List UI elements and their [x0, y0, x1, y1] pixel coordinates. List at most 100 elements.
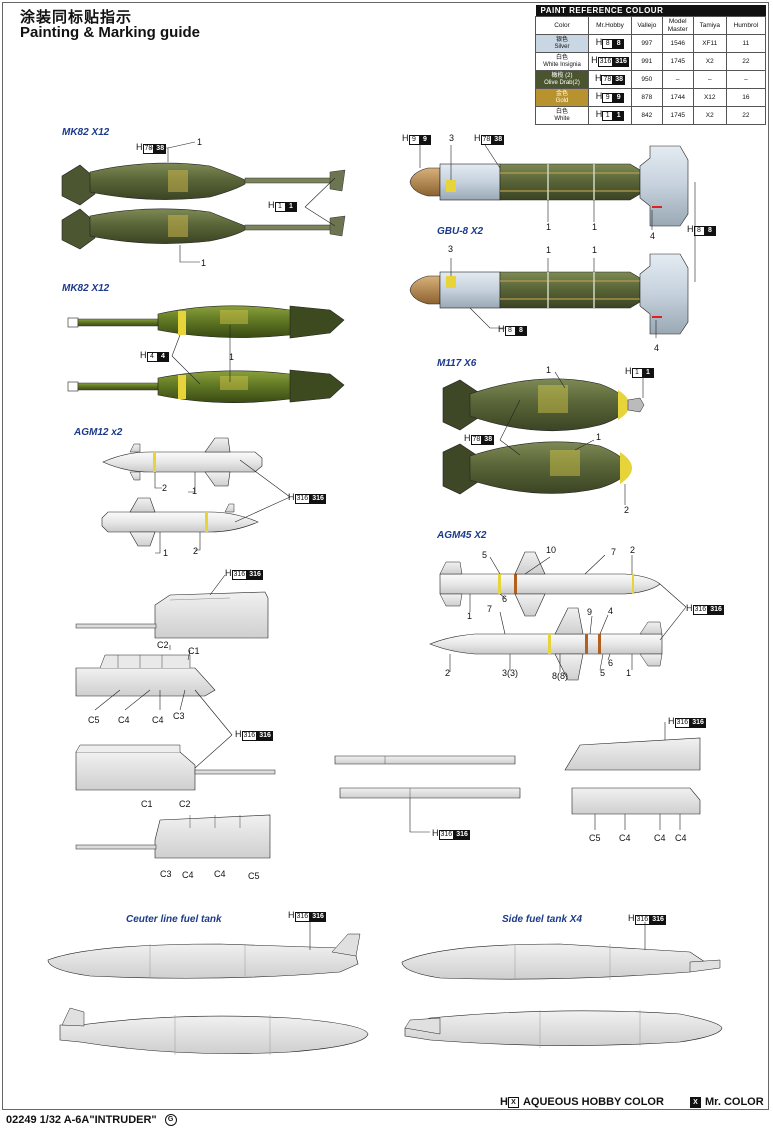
callout: 5: [600, 668, 606, 678]
callout: 4: [654, 343, 660, 353]
gbu8-bomb-2: [409, 253, 689, 335]
paint-reference-table: PAINT REFERENCE COLOUR Color Mr.Hobby Va…: [535, 5, 767, 125]
page-title: Painting & Marking guide: [20, 24, 201, 41]
callout: 7: [611, 547, 617, 557]
section-side-tank: Side fuel tank X4: [502, 914, 583, 925]
callout: 1: [546, 222, 552, 232]
callout: C4: [182, 870, 194, 880]
callout: 2: [445, 668, 451, 678]
mk82-long-bomb-2: [67, 369, 345, 403]
mk82-bomb-2: [61, 208, 346, 250]
agm12-missile-2: [101, 497, 259, 547]
pylon-rack-right-2: [571, 787, 701, 815]
m117-bomb-2: [442, 441, 632, 495]
pylon-rack-3: [75, 744, 276, 791]
m117-bomb-1: [442, 378, 645, 432]
callout: 1: [626, 668, 632, 678]
callout: 7: [487, 604, 493, 614]
callout: C4: [214, 869, 226, 879]
footer-g-icon: G: [164, 1114, 177, 1127]
callout: C1: [141, 799, 153, 809]
mk82-long-bomb-1: [67, 305, 345, 339]
center-fuel-tank-top: [47, 933, 361, 979]
callout: 1: [467, 611, 473, 621]
agm45-missile-2: [429, 607, 663, 681]
callout: 10: [546, 545, 557, 555]
side-fuel-tank-top: [401, 943, 721, 980]
callout: 1: [546, 245, 552, 255]
legend-mrcolor-label: Mr. COLOR: [705, 1096, 764, 1108]
gbu8-leaders: [419, 144, 696, 338]
section-agm12: AGM12 x2: [74, 427, 123, 438]
pylon-rack-right-1: [564, 737, 701, 771]
mk82-b-leaders: [171, 325, 231, 385]
callout: 4: [608, 606, 614, 616]
callout: C2: [179, 799, 191, 809]
callout: C3: [173, 711, 185, 721]
agm45-leaders: [449, 554, 687, 672]
callout: 1: [163, 548, 169, 558]
mrcolor-box-icon: X: [690, 1096, 701, 1108]
callout: 1: [192, 486, 198, 496]
pylon-leaders: [94, 574, 233, 769]
callout: C4: [118, 715, 130, 725]
small-pylon-leader: [409, 798, 430, 833]
callout: C2: [157, 640, 169, 650]
pylon-right-leaders: [594, 722, 681, 830]
section-center-tank: Ceuter line fuel tank: [126, 914, 222, 925]
callout: C4: [654, 833, 666, 843]
col-color: Color: [535, 16, 589, 35]
callout: 9: [587, 607, 593, 617]
color-name: Gold: [555, 97, 569, 104]
section-agm45: AGM45 X2: [437, 530, 487, 541]
humbrol-code: 22: [725, 106, 767, 125]
legend-mrcolor: X Mr. COLOR: [690, 1096, 764, 1108]
agm12-missile-1: [102, 437, 263, 487]
callout: C4: [152, 715, 164, 725]
color-cn: 橄榄 (2): [551, 72, 573, 79]
footer-product-code: 02249 1/32 A-6A"INTRUDER": [6, 1114, 157, 1126]
callout: C5: [248, 871, 260, 881]
m117-leaders: [499, 371, 644, 505]
gbu8-bomb-1: [409, 145, 689, 227]
col-humbrol: Humbrol: [725, 16, 767, 35]
callout: 3: [449, 133, 455, 143]
section-gbu8: GBU-8 X2: [437, 226, 484, 237]
small-pylon-1: [334, 755, 516, 765]
callout: C5: [589, 833, 601, 843]
legend-aqueous-label: AQUEOUS HOBBY COLOR: [522, 1096, 664, 1108]
callout: 1: [197, 137, 203, 147]
color-cn: 白色: [555, 108, 568, 115]
callout: 2: [624, 505, 630, 515]
callout: 8(8): [552, 671, 569, 681]
callout: 3: [448, 244, 454, 254]
callout: C4: [619, 833, 631, 843]
mk82-a-leaders: [150, 141, 336, 263]
callout: 6: [502, 594, 508, 604]
col-tamiya: Tamiya: [692, 16, 727, 35]
agm12-leaders: [154, 459, 291, 554]
callout: 1: [546, 365, 552, 375]
aqueous-box-icon: X: [507, 1096, 519, 1108]
footer: 02249 1/32 A-6A"INTRUDER" G: [6, 1114, 177, 1127]
section-mk82-b: MK82 X12: [62, 283, 110, 294]
page-frame: [2, 2, 769, 1110]
page-title-cn: 涂装同标贴指示: [20, 9, 133, 26]
